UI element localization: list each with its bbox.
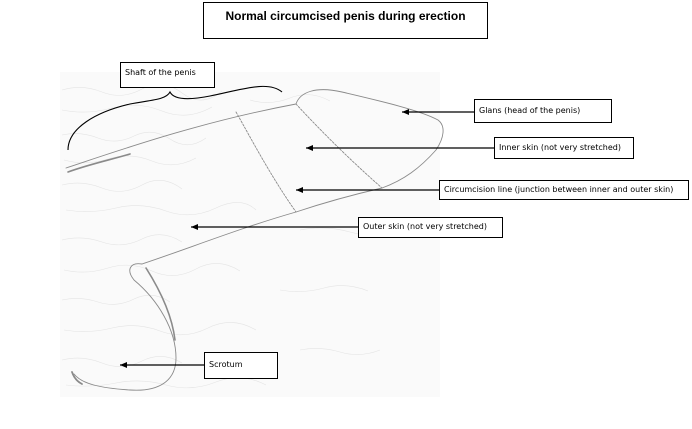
label-glans: Glans (head of the penis) xyxy=(474,99,612,123)
pointer-arrows xyxy=(120,109,494,368)
label-inner-skin: Inner skin (not very stretched) xyxy=(494,137,634,159)
label-outer-skin: Outer skin (not very stretched) xyxy=(358,217,503,238)
penis-outline xyxy=(65,89,444,391)
diagram-title: Normal circumcised penis during erection xyxy=(203,2,488,39)
label-circumcision-line: Circumcision line (junction between inne… xyxy=(439,180,689,200)
label-scrotum: Scrotum xyxy=(204,352,278,379)
label-shaft: Shaft of the penis xyxy=(120,62,215,88)
shaft-bracket xyxy=(67,85,283,151)
